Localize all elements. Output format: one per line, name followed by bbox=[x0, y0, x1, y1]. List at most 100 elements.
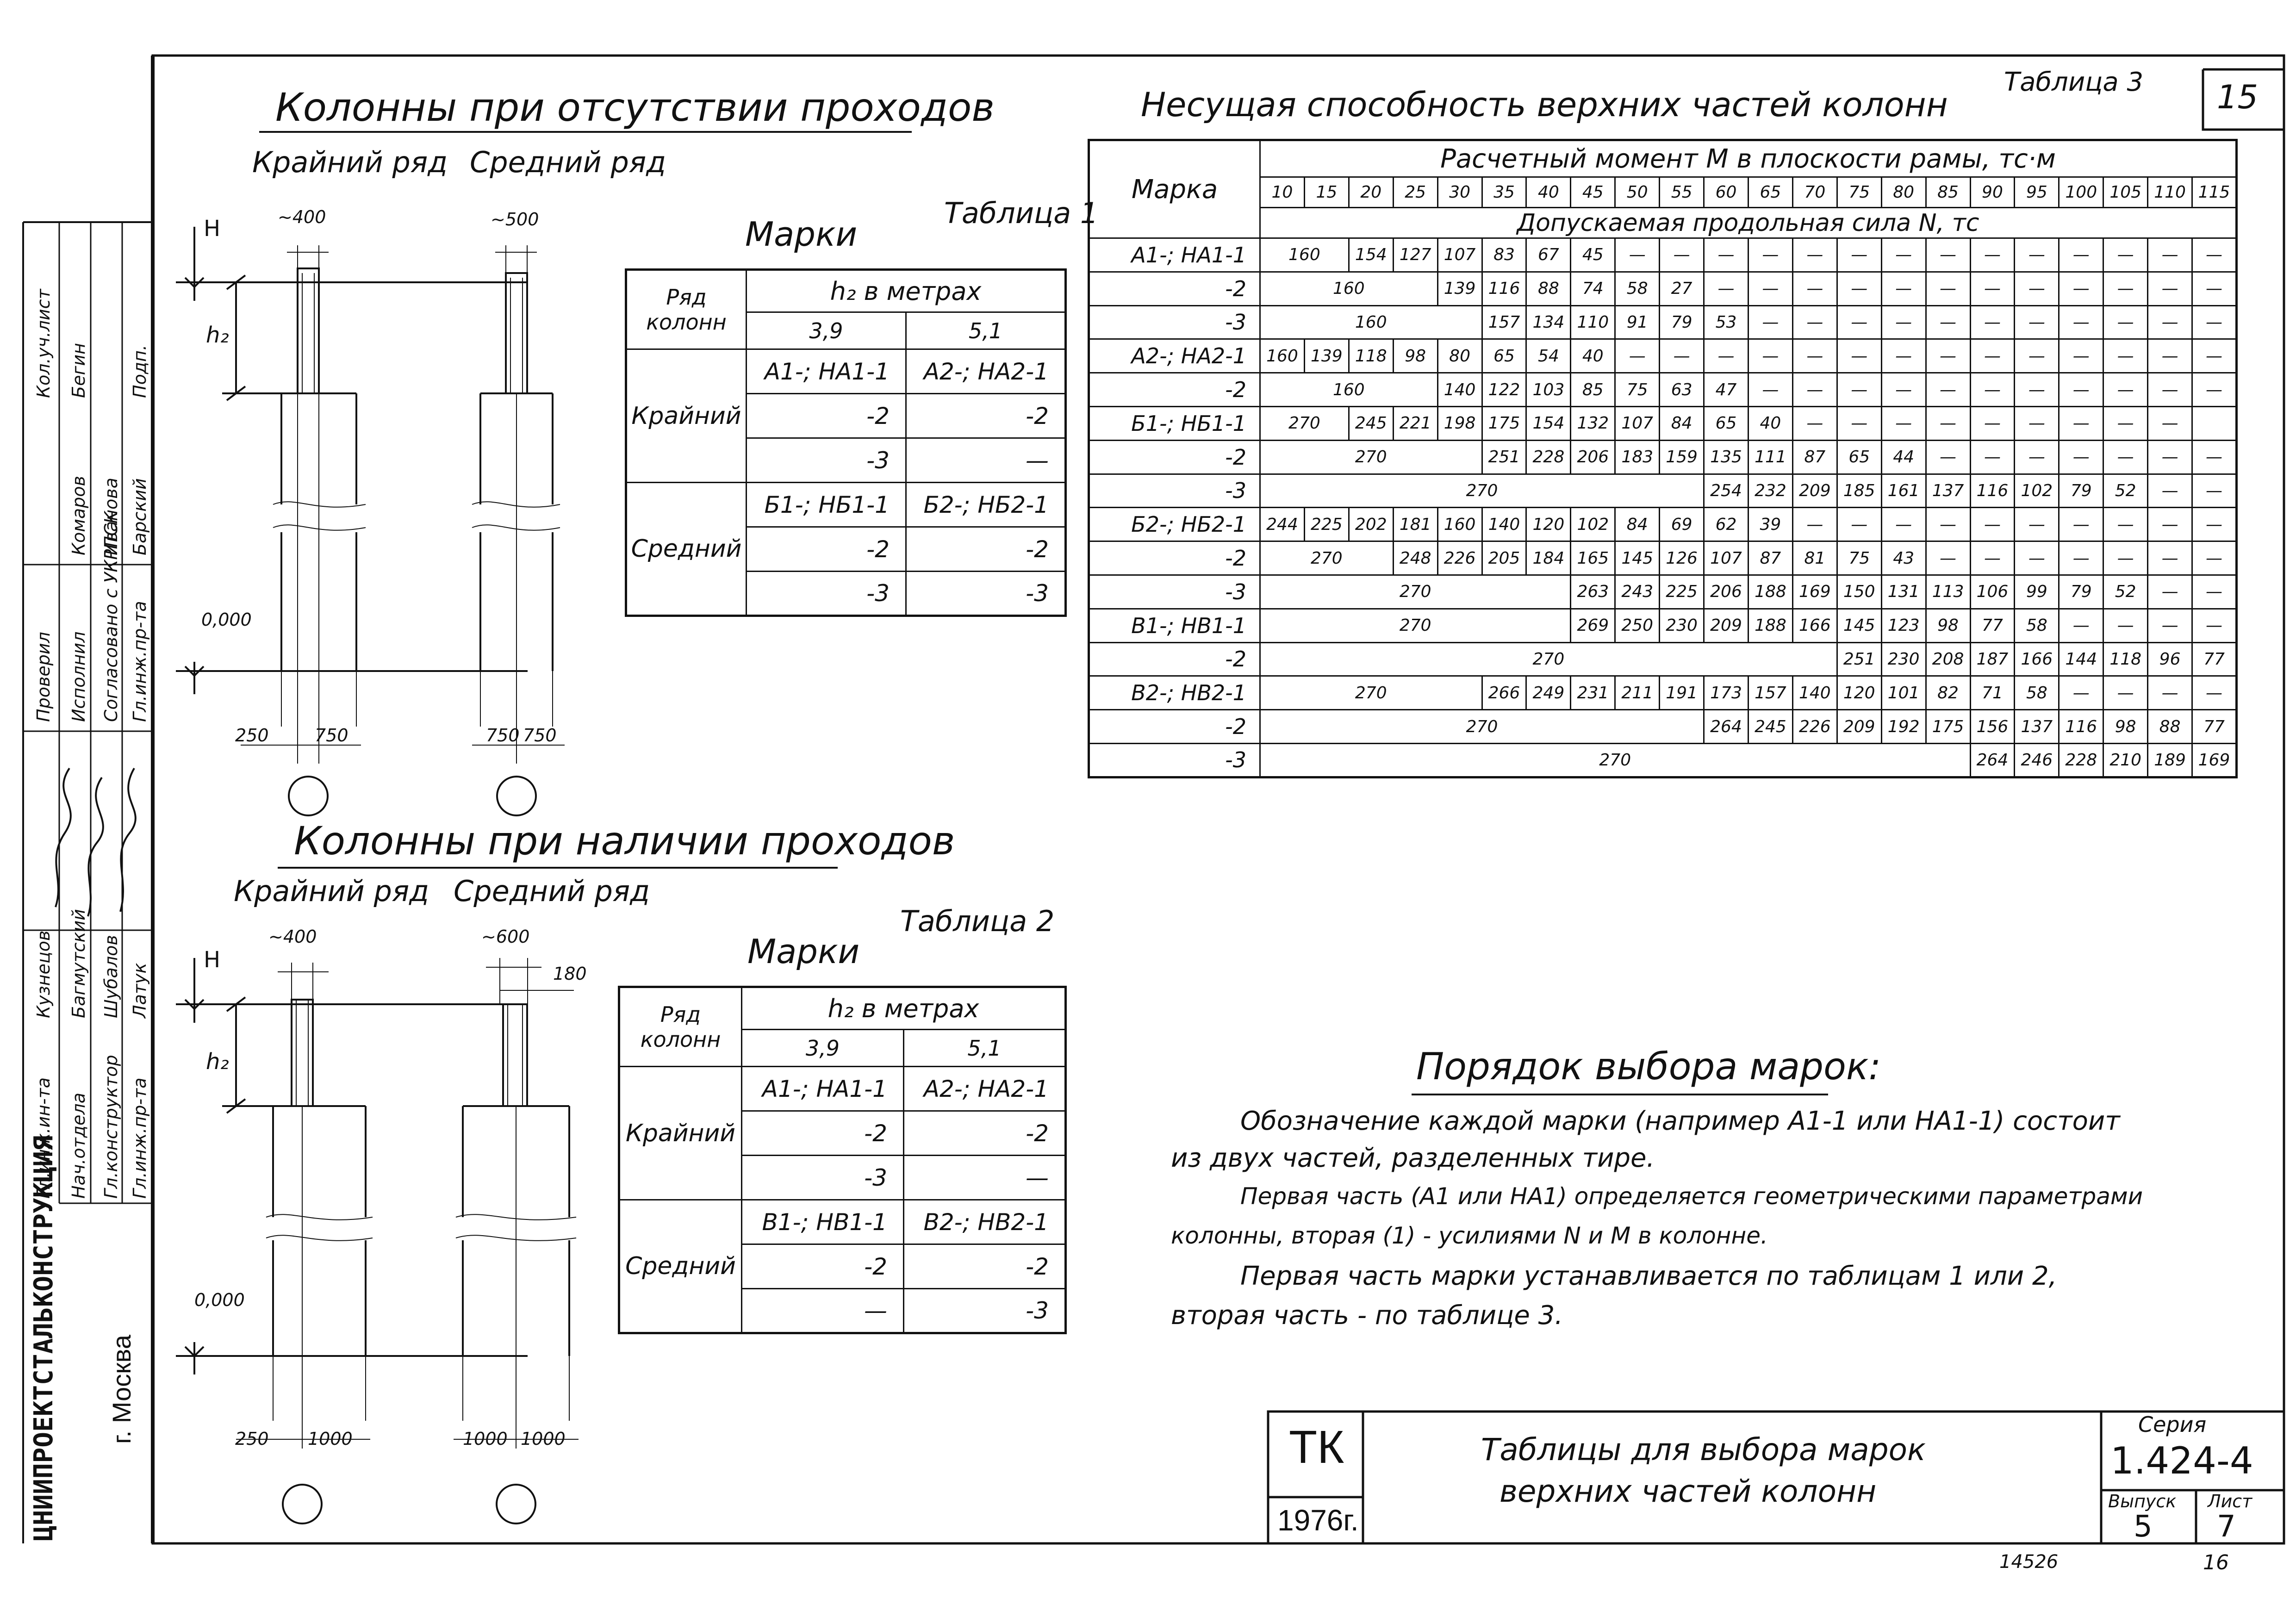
table3-moment-value: 45 bbox=[1570, 176, 1616, 208]
table-cell: 154 bbox=[1348, 237, 1394, 273]
section1-title: Колонны при отсутствии проходов bbox=[275, 85, 995, 130]
table3-row-mark: -3 bbox=[1088, 574, 1261, 609]
table-cell: 63 bbox=[1659, 372, 1705, 407]
table-cell: 251 bbox=[1481, 439, 1527, 475]
table-cell: 270 bbox=[1259, 742, 1971, 778]
table-cell: 160 bbox=[1437, 507, 1483, 542]
table-cell: — bbox=[1925, 439, 1971, 475]
dimension-label: 250 bbox=[235, 725, 269, 746]
table-cell: -3 bbox=[746, 437, 907, 483]
table-cell: 81 bbox=[1792, 541, 1838, 576]
table2-group-edge: Крайний bbox=[618, 1066, 742, 1200]
section2-middle-row-label: Средний ряд bbox=[454, 874, 650, 908]
table-cell: 249 bbox=[1525, 675, 1572, 711]
table-cell: -2 bbox=[903, 1110, 1066, 1156]
table-cell: — bbox=[2147, 541, 2193, 576]
table-cell: — bbox=[1659, 237, 1705, 273]
table-cell: — bbox=[2103, 372, 2149, 407]
table-cell: — bbox=[1925, 305, 1971, 340]
table2-header-h-b: 5,1 bbox=[903, 1029, 1066, 1067]
table-cell: — bbox=[2058, 675, 2104, 711]
table-cell: 157 bbox=[1747, 675, 1793, 711]
table-cell: В1-; НВ1-1 bbox=[741, 1199, 904, 1245]
table-cell: — bbox=[1969, 507, 2016, 542]
table-cell: 264 bbox=[1703, 709, 1749, 744]
role-label: Гл.конструктор bbox=[101, 1055, 121, 1199]
table-cell: — bbox=[2191, 439, 2237, 475]
table-cell: — bbox=[2014, 338, 2060, 374]
table-cell: 87 bbox=[1792, 439, 1838, 475]
table-cell: 157 bbox=[1481, 305, 1527, 340]
table2-title: Марки bbox=[747, 932, 860, 971]
height-label-H: Н bbox=[204, 947, 221, 973]
role-label: Гл.инж.пр-та bbox=[130, 1077, 150, 1199]
strip-note: Подп. bbox=[130, 344, 150, 398]
table-cell: 39 bbox=[1747, 507, 1793, 542]
table-cell: 226 bbox=[1792, 709, 1838, 744]
table-cell: 53 bbox=[1703, 305, 1749, 340]
table-cell: 150 bbox=[1836, 574, 1882, 609]
table-cell: 270 bbox=[1259, 608, 1572, 643]
table-cell: — bbox=[2058, 608, 2104, 643]
table-cell: 116 bbox=[1969, 473, 2016, 509]
table-cell: 116 bbox=[1481, 271, 1527, 306]
table-cell: — bbox=[2058, 271, 2104, 306]
table-cell: 264 bbox=[1969, 742, 2016, 778]
table-cell: — bbox=[2103, 237, 2149, 273]
table-cell: 111 bbox=[1747, 439, 1793, 475]
inventory-number: 14526 bbox=[1999, 1551, 2059, 1573]
table-cell: 137 bbox=[2014, 709, 2060, 744]
dimension-label: 750 bbox=[523, 725, 557, 746]
table-cell: 107 bbox=[1703, 541, 1749, 576]
section1-middle-row-label: Средний ряд bbox=[470, 145, 666, 179]
table-cell: 188 bbox=[1747, 608, 1793, 643]
table-cell: — bbox=[2103, 507, 2149, 542]
table-cell: 173 bbox=[1703, 675, 1749, 711]
procedure-line: Первая часть (А1 или НА1) определяется г… bbox=[1240, 1183, 2143, 1210]
table-cell: 110 bbox=[1570, 305, 1616, 340]
table-cell: — bbox=[2103, 405, 2149, 441]
sheet-corner-note: 16 bbox=[2203, 1551, 2229, 1574]
table1-header-h2: h₂ в метрах bbox=[746, 269, 1066, 313]
table-cell: 84 bbox=[1659, 405, 1705, 441]
table-cell: — bbox=[741, 1288, 904, 1334]
table-cell: 188 bbox=[1747, 574, 1793, 609]
procedure-line: вторая часть - по таблице 3. bbox=[1171, 1300, 1563, 1331]
table3-row-mark: В2-; НВ2-1 bbox=[1088, 675, 1261, 711]
table-cell: — bbox=[2147, 608, 2193, 643]
table-cell: 118 bbox=[1348, 338, 1394, 374]
table2-header-h-a: 3,9 bbox=[741, 1029, 904, 1067]
table-cell: 45 bbox=[1570, 237, 1616, 273]
table-cell: 244 bbox=[1259, 507, 1305, 542]
table-cell: — bbox=[2058, 507, 2104, 542]
section2-title: Колонны при наличии проходов bbox=[294, 818, 955, 864]
zero-level-label: 0,000 bbox=[194, 1290, 245, 1310]
stamp-sheet-label: Лист bbox=[2208, 1491, 2252, 1511]
table-cell: 101 bbox=[1880, 675, 1927, 711]
section1-title-underline bbox=[259, 131, 912, 133]
table-cell: — bbox=[1747, 338, 1793, 374]
table-cell: — bbox=[1925, 271, 1971, 306]
table-cell: — bbox=[1880, 372, 1927, 407]
table-cell: — bbox=[1836, 507, 1882, 542]
table-cell: — bbox=[1880, 271, 1927, 306]
table-cell: — bbox=[2103, 439, 2149, 475]
table-cell: — bbox=[1614, 237, 1661, 273]
table-cell: 135 bbox=[1703, 439, 1749, 475]
table-cell: — bbox=[2147, 439, 2193, 475]
table-cell: — bbox=[2014, 439, 2060, 475]
table-cell: 189 bbox=[2147, 742, 2193, 778]
table-cell: — bbox=[2058, 541, 2104, 576]
table3-row-mark: Б1-; НБ1-1 bbox=[1088, 405, 1261, 441]
table-cell: 246 bbox=[2014, 742, 2060, 778]
section1-edge-row-label: Крайний ряд bbox=[252, 145, 448, 179]
table-cell: — bbox=[2147, 372, 2193, 407]
table3-moment-value: 90 bbox=[1969, 176, 2016, 208]
table-cell: 161 bbox=[1880, 473, 1927, 509]
table-cell: 96 bbox=[2147, 641, 2193, 677]
table1-caption: Таблица 1 bbox=[944, 196, 1099, 230]
signer-name: Барский bbox=[130, 478, 150, 555]
